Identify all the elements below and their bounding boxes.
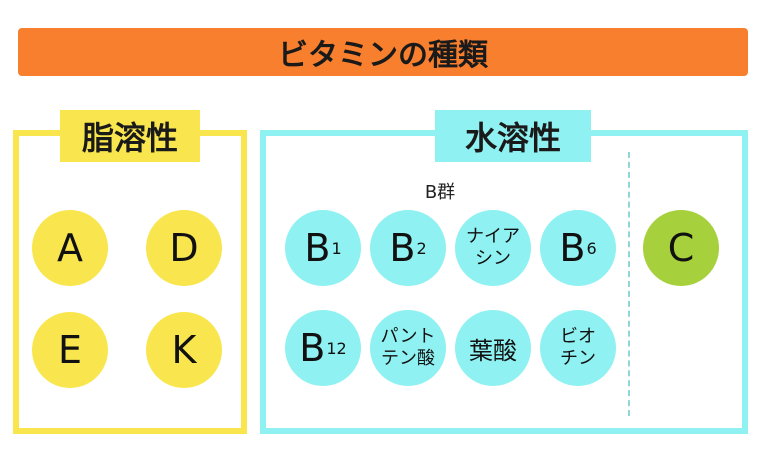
niacin-line2: シン bbox=[475, 248, 511, 269]
biotin-line2: チン bbox=[560, 348, 596, 369]
vitamin-c-circle: C bbox=[643, 210, 719, 286]
vitamin-b6-letter: B bbox=[559, 226, 586, 270]
folic-acid-circle: 葉酸 bbox=[455, 310, 531, 386]
vitamin-b12-letter: B bbox=[299, 326, 326, 370]
fat-soluble-label: 脂溶性 bbox=[60, 110, 200, 162]
title-banner: ビタミンの種類 bbox=[18, 28, 748, 76]
vitamin-b6-sub: 6 bbox=[586, 238, 597, 258]
biotin-line1: ビオ bbox=[560, 326, 596, 347]
group-divider bbox=[628, 152, 630, 416]
niacin-circle: ナイア シン bbox=[455, 210, 531, 286]
vitamin-b1-letter: B bbox=[304, 226, 331, 270]
vitamin-b2-letter: B bbox=[389, 226, 416, 270]
vitamin-d-circle: D bbox=[146, 210, 222, 286]
vitamin-e-circle: E bbox=[32, 312, 108, 388]
vitamin-b12-sub: 12 bbox=[326, 338, 347, 358]
vitamin-a-circle: A bbox=[32, 210, 108, 286]
biotin-circle: ビオ チン bbox=[540, 310, 616, 386]
pantothenic-line1: パント bbox=[380, 326, 436, 347]
niacin-line1: ナイア bbox=[466, 226, 520, 247]
pantothenic-line2: テン酸 bbox=[381, 348, 435, 369]
vitamin-b1-sub: 1 bbox=[331, 238, 342, 258]
vitamin-b2-sub: 2 bbox=[416, 238, 427, 258]
b-group-label: B群 bbox=[424, 182, 456, 203]
pantothenic-acid-circle: パント テン酸 bbox=[370, 310, 446, 386]
vitamin-k-circle: K bbox=[146, 312, 222, 388]
water-soluble-label: 水溶性 bbox=[435, 110, 591, 162]
fat-soluble-box bbox=[13, 130, 247, 434]
